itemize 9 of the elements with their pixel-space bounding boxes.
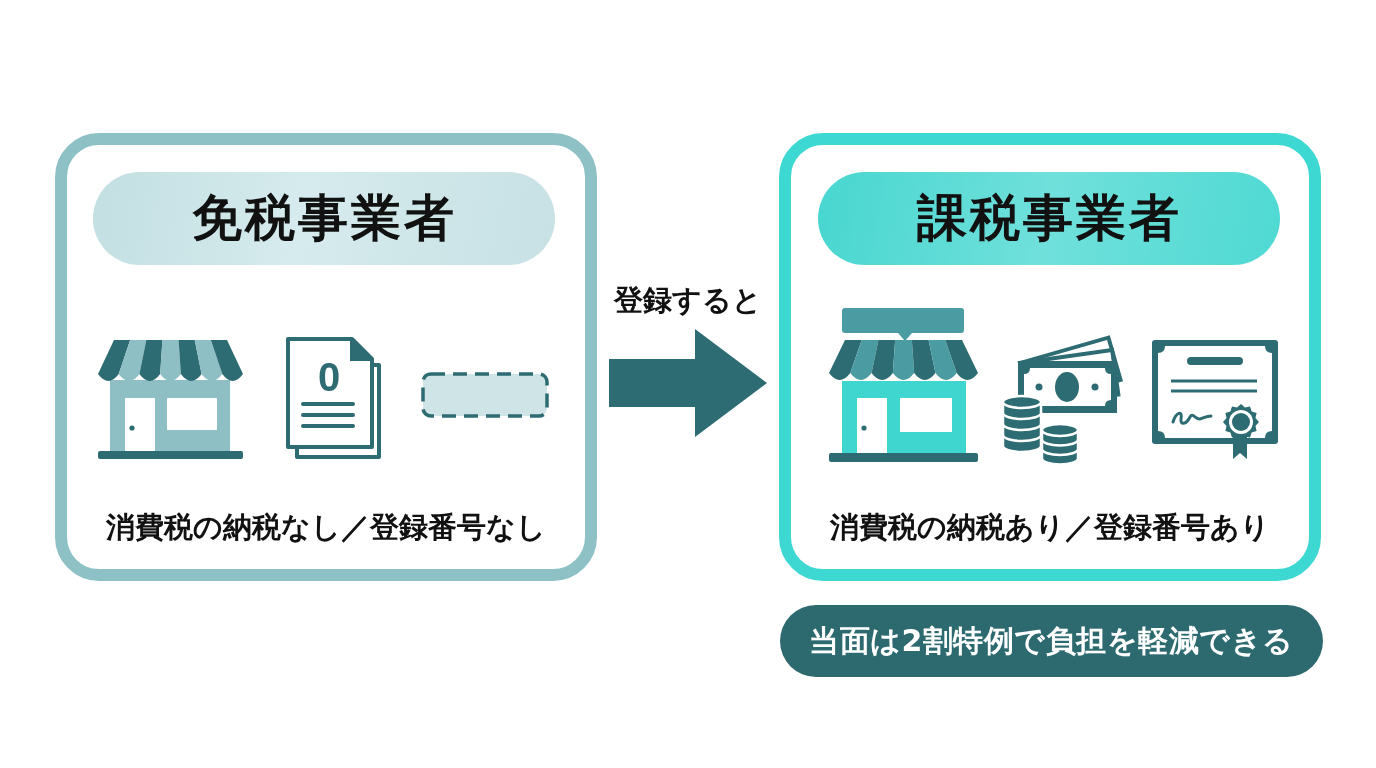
document-digit: 0 bbox=[317, 357, 341, 397]
title-text: 免税事業者 bbox=[191, 191, 457, 246]
category-panel bbox=[55, 133, 597, 581]
category-panel bbox=[779, 133, 1321, 581]
note-text: 当面は2割特例で負担を軽減できる bbox=[809, 623, 1294, 659]
caption-text: 消費税の納税なし／登録番号なし bbox=[106, 510, 546, 545]
arrow bbox=[609, 329, 767, 437]
title-text: 課税事業者 bbox=[916, 191, 1182, 246]
caption-text: 消費税の納税あり／登録番号あり bbox=[830, 510, 1270, 545]
